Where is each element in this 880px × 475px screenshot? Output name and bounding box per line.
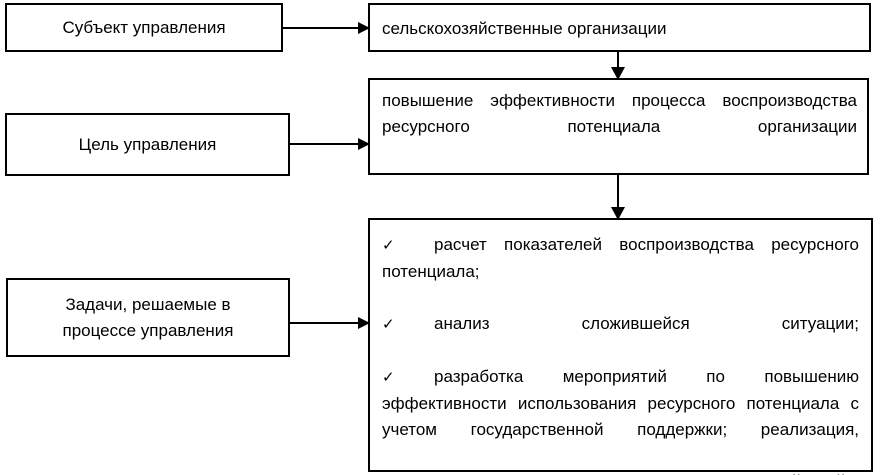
list-item-text: расчет показателей воспроизводства ресур… [382, 235, 859, 281]
arrow-head-icon [358, 22, 370, 34]
node-povyshenie-effektivnosti[interactable]: повышение эффективности процесса воспрои… [368, 78, 869, 175]
check-icon: ✓ [382, 316, 395, 333]
check-icon: ✓ [382, 470, 434, 475]
node-selskohozyaystvennye-organizacii[interactable]: сельскохозяйственные организации [368, 3, 871, 52]
node-zadachi-spisok[interactable]: ✓расчет показателей воспроизводства ресу… [368, 218, 873, 475]
node-cel-upravleniya[interactable]: Цель управления [5, 113, 290, 176]
list-item-text: разработка мероприятий по повышению эффе… [382, 367, 859, 439]
list-item-text: анализ сложившейся ситуации; [434, 314, 859, 333]
list-item: ✓разработка мероприятий по повышению эфф… [382, 364, 859, 469]
node-subject-label: Субъект управления [62, 17, 226, 37]
list-item: ✓расчет показателей воспроизводства ресу… [382, 232, 859, 311]
arrow-subject-to-organizations [283, 22, 370, 34]
arrow-head-icon [358, 317, 370, 329]
check-icon: ✓ [382, 237, 395, 254]
arrow-head-icon [358, 138, 370, 150]
tasks-check-list: ✓расчет показателей воспроизводства ресу… [382, 232, 859, 475]
list-item-text: контроль и своевременная корректировка д… [434, 472, 850, 475]
arrow-goal-to-goal-text [290, 138, 370, 150]
list-item: ✓контроль и своевременная корректировка … [382, 469, 859, 475]
arrow-head-icon [611, 207, 625, 220]
arrow-organizations-to-goal-text [611, 52, 625, 80]
list-item: ✓ анализ сложившейся ситуации; [382, 311, 859, 364]
node-goal-label: Цель управления [78, 134, 217, 154]
arrow-goal-text-to-tasks-list [611, 175, 625, 220]
arrow-tasks-to-tasks-list [290, 317, 370, 329]
arrow-head-icon [611, 67, 625, 80]
node-subject-upravleniya[interactable]: Субъект управления [5, 3, 283, 52]
node-goal-text: повышение эффективности процесса воспрои… [382, 91, 857, 136]
node-tasks-label: Задачи, решаемые в процессе управления [62, 294, 234, 340]
check-icon: ✓ [382, 369, 395, 386]
node-organizations-text: сельскохозяйственные организации [382, 18, 667, 38]
node-zadachi-upravleniya[interactable]: Задачи, решаемые в процессе управления [6, 278, 290, 357]
